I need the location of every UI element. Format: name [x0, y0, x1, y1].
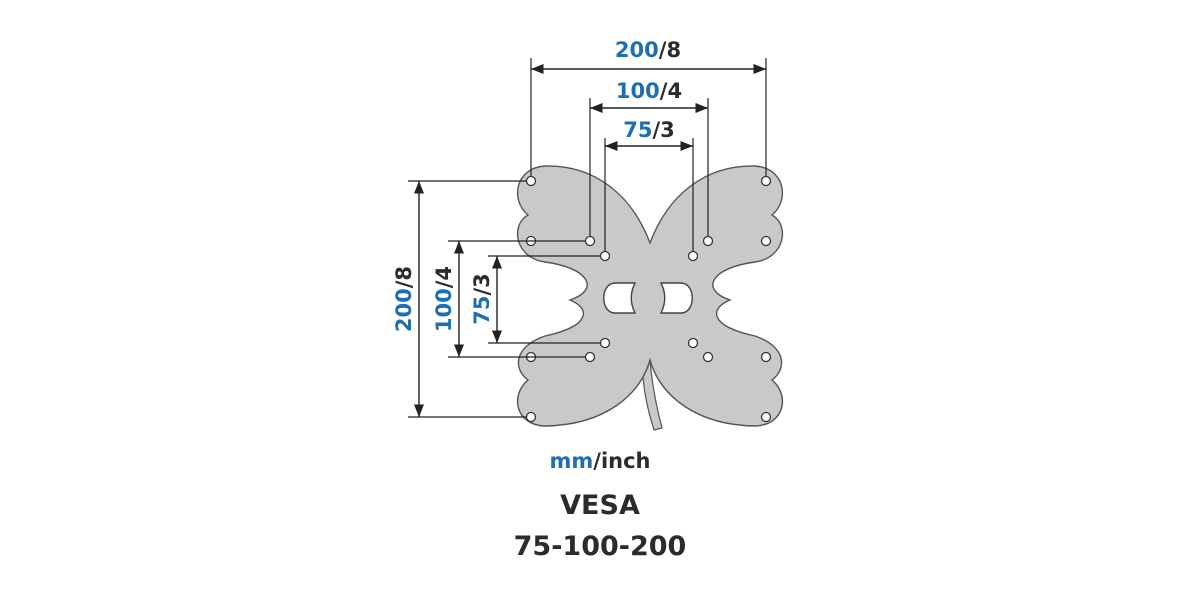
dim-label-75-horizontal: 75/3 — [623, 118, 675, 142]
hole-200-br — [760, 411, 772, 423]
hole-100-br — [702, 351, 714, 363]
vesa-sizes: 75-100-200 — [513, 531, 687, 562]
hole-75-bl — [599, 337, 611, 349]
hole-100-bl — [584, 351, 596, 363]
dim-label-200-horizontal: 200/8 — [615, 38, 681, 62]
extension-lines — [408, 58, 767, 418]
center-slot-right — [659, 282, 693, 314]
units-label: mm/inch — [0, 449, 1200, 473]
plate-body — [516, 165, 784, 427]
units-imperial: inch — [600, 449, 651, 473]
hole-75-tr — [687, 250, 699, 262]
center-slot-left — [603, 282, 637, 314]
dim-label-100-horizontal: 100/4 — [616, 79, 682, 103]
dim-label-100-vertical: 100/4 — [432, 266, 456, 332]
hole-100-tl — [584, 235, 596, 247]
plate-stem — [641, 359, 663, 431]
units-separator: / — [593, 449, 601, 473]
hole-200-tl — [525, 175, 537, 187]
mounting-plate — [516, 165, 784, 431]
hole-200-bl — [525, 411, 537, 423]
dim-label-75-vertical: 75/3 — [470, 273, 494, 325]
hole-75-br — [687, 337, 699, 349]
dimension-lines — [413, 63, 766, 417]
hole-extra-r2 — [760, 351, 772, 363]
hole-200-tr — [760, 175, 772, 187]
hole-extra-r1 — [760, 235, 772, 247]
dim-label-200-vertical: 200/8 — [392, 266, 416, 332]
mounting-holes — [525, 175, 772, 423]
hole-75-tl — [599, 250, 611, 262]
hole-100-tr — [702, 235, 714, 247]
vesa-title: VESA — [560, 490, 640, 521]
units-metric: mm — [549, 449, 594, 473]
